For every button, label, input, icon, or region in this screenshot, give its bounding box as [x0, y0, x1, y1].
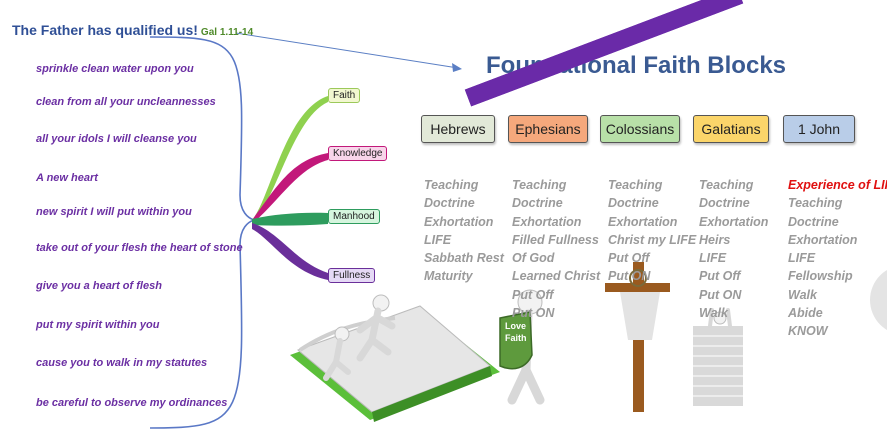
column-item: Filled Fullness: [512, 232, 599, 247]
branch-tag-manhood: Manhood: [328, 209, 380, 224]
column-item: Teaching: [699, 178, 754, 192]
verse-item: all your idols I will cleanse you: [36, 133, 197, 145]
title-reference: Gal 1.11-14: [200, 27, 254, 38]
verse-item: take out of your flesh the heart of ston…: [36, 242, 243, 254]
verse-item: clean from all your uncleannesses: [36, 96, 216, 108]
column-galatians: Teaching Doctrine Exhortation Heirs LIFE…: [699, 176, 768, 322]
pointer-arrow: [235, 32, 459, 69]
column-item: Of God: [512, 251, 555, 266]
book-galatians: Galatians: [693, 115, 769, 143]
branch-tag-faith: Faith: [328, 88, 361, 103]
main-heading: Foundational Faith Blocks: [486, 52, 787, 79]
globe-illustration: [870, 269, 887, 331]
book-colossians: Colossians: [600, 115, 680, 143]
column-item-highlight: Experience of LIFE: [788, 178, 887, 192]
column-item: LIFE: [699, 251, 727, 266]
book-hebrews: Hebrews: [421, 115, 495, 143]
column-item: Doctrine: [512, 196, 563, 211]
column-item: Put ON: [512, 306, 555, 321]
verse-item: cause you to walk in my statutes: [36, 357, 208, 369]
column-item: Put ON: [608, 269, 651, 284]
column-item: Exhortation: [608, 214, 678, 229]
verse-item: give you a heart of flesh: [36, 280, 162, 292]
branch-tag-fullness: Fullness: [328, 268, 376, 283]
branch-faith: [252, 96, 328, 222]
branch-manhood: [252, 212, 328, 226]
shield-label: Love Faith: [505, 320, 527, 344]
column-item: Fellowship: [788, 269, 853, 284]
brick-wall-illustration: [693, 308, 743, 406]
diagonal-bar: [464, 0, 744, 107]
column-item: Exhortation: [512, 214, 582, 229]
branch-tag-knowledge: Knowledge: [328, 146, 388, 161]
branch-fullness: [252, 223, 328, 280]
column-item: Walk: [699, 306, 728, 321]
column-item: LIFE: [424, 232, 452, 247]
shield-figure-illustration: [499, 289, 545, 405]
column-item: Put ON: [699, 287, 742, 302]
shield-word: Faith: [505, 333, 527, 343]
title-text: The Father has qualified us!: [12, 22, 198, 38]
column-item: Exhortation: [699, 214, 769, 229]
column-colossians: Teaching Doctrine Exhortation Christ my …: [608, 176, 696, 286]
column-item: Doctrine: [608, 196, 659, 211]
column-item: Put Off: [512, 287, 554, 302]
column-1-john: Experience of LIFE Teaching Doctrine Exh…: [788, 176, 887, 341]
verse-item: A new heart: [36, 172, 98, 184]
column-item: Exhortation: [788, 232, 858, 247]
column-item: Maturity: [424, 269, 473, 284]
column-item: Learned Christ: [512, 269, 601, 284]
column-item: Teaching: [788, 196, 843, 211]
column-item: Doctrine: [424, 196, 475, 211]
book-1-john: 1 John: [783, 115, 855, 143]
column-item: Heirs: [699, 232, 731, 247]
column-ephesians: Teaching Doctrine Exhortation Filled Ful…: [512, 176, 600, 322]
column-item: Teaching: [512, 178, 567, 192]
column-item: Exhortation: [424, 214, 494, 229]
book-ephesians: Ephesians: [508, 115, 588, 143]
verse-item: be careful to observe my ordinances: [36, 397, 228, 409]
verse-item: put my spirit within you: [36, 319, 160, 331]
pointer-arrowhead: [452, 63, 462, 72]
verse-item: sprinkle clean water upon you: [36, 63, 194, 75]
column-hebrews: Teaching Doctrine Exhortation LIFE Sabba…: [424, 176, 504, 286]
column-item: Doctrine: [699, 196, 750, 211]
open-book-illustration: [290, 294, 500, 422]
column-item: Teaching: [424, 178, 479, 192]
branch-knowledge: [252, 153, 328, 224]
column-item: Christ my LIFE: [608, 232, 697, 247]
column-item: Walk: [788, 287, 817, 302]
column-item: Put Off: [608, 251, 650, 266]
shield-word: Love: [505, 321, 527, 331]
column-item: Doctrine: [788, 214, 839, 229]
column-item: Abide: [788, 306, 823, 321]
column-item: Teaching: [608, 178, 663, 192]
column-item: Put Off: [699, 269, 741, 284]
column-item: Sabbath Rest: [424, 251, 504, 266]
verse-item: new spirit I will put within you: [36, 206, 192, 218]
page-title: The Father has qualified us!Gal 1.11-14: [12, 22, 253, 38]
column-item: LIFE: [788, 251, 816, 266]
cross-illustration: [605, 262, 670, 412]
column-item: KNOW: [788, 324, 828, 339]
